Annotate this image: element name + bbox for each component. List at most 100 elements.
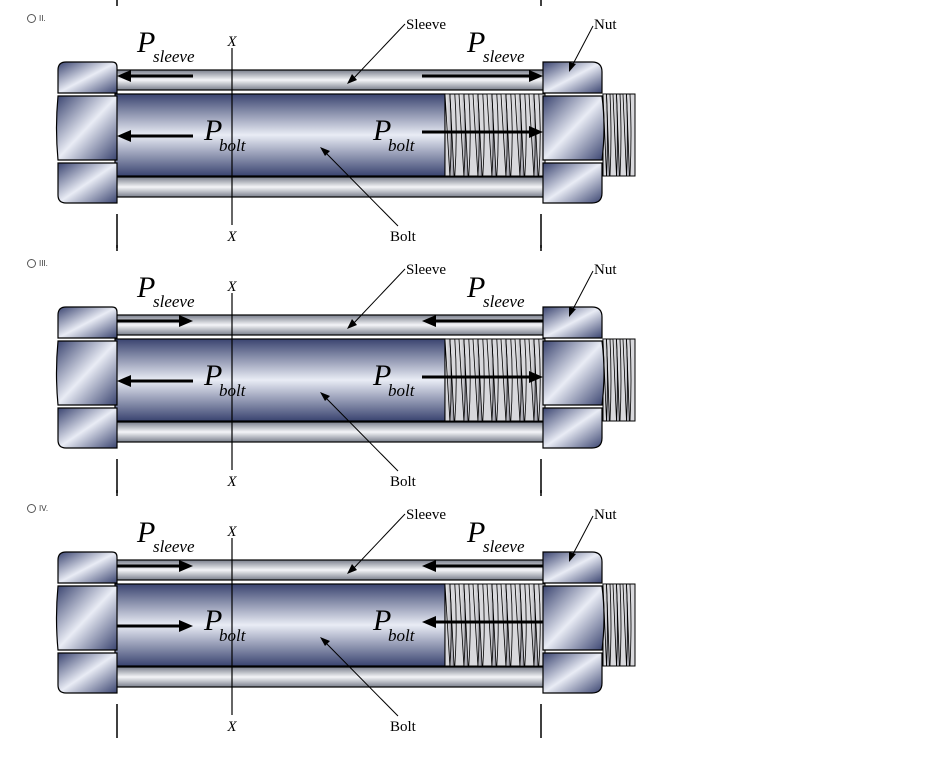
svg-text:P: P: [372, 604, 391, 637]
svg-text:sleeve: sleeve: [483, 537, 525, 556]
nut: [542, 61, 605, 204]
sleeve-bottom: [114, 421, 546, 443]
svg-text:Nut: Nut: [594, 17, 617, 33]
radio-button[interactable]: [27, 259, 36, 268]
p-sleeve-label-right: P sleeve: [466, 26, 525, 66]
diagram-option-iv: X X P sleeve P sleeve P bolt P bolt Slee…: [0, 490, 941, 740]
bolt-threads-protruding: [602, 583, 636, 667]
bolt-force-arrow-right: [422, 616, 543, 628]
p-bolt-label-right: P bolt: [372, 114, 416, 155]
svg-text:sleeve: sleeve: [153, 47, 195, 66]
sleeve-force-arrow-right: [422, 70, 543, 82]
svg-text:sleeve: sleeve: [483, 292, 525, 311]
svg-text:Sleeve: Sleeve: [406, 262, 446, 278]
sleeve-force-arrow-left: [117, 70, 193, 82]
section-label-top: X: [226, 34, 237, 50]
section-label-bottom: X: [226, 229, 237, 245]
nut: [542, 306, 605, 449]
p-sleeve-label-right: P sleeve: [466, 271, 525, 311]
diagram-option-iii: X X P sleeve P sleeve P bolt P bolt Slee…: [0, 245, 941, 495]
sleeve-callout: Sleeve: [347, 262, 446, 329]
sleeve-top: [114, 69, 546, 91]
svg-text:bolt: bolt: [219, 626, 247, 645]
nut-callout: Nut: [569, 17, 617, 72]
svg-text:P: P: [372, 114, 391, 147]
svg-text:P: P: [203, 604, 222, 637]
section-label-top: X: [226, 524, 237, 540]
svg-text:bolt: bolt: [388, 626, 416, 645]
bolt-head: [55, 61, 118, 204]
sleeve-force-arrow-left: [117, 560, 193, 572]
p-sleeve-label-right: P sleeve: [466, 516, 525, 556]
sleeve-callout: Sleeve: [347, 17, 446, 84]
svg-text:sleeve: sleeve: [483, 47, 525, 66]
bolt-force-arrow-left: [117, 375, 193, 387]
svg-text:sleeve: sleeve: [153, 292, 195, 311]
radio-button[interactable]: [27, 14, 36, 23]
svg-text:Sleeve: Sleeve: [406, 507, 446, 523]
svg-text:sleeve: sleeve: [153, 537, 195, 556]
svg-text:P: P: [466, 26, 485, 59]
diagram-option-ii: X X P sleeve P sleeve P bolt P bolt Slee…: [0, 0, 941, 250]
sleeve-bottom: [114, 176, 546, 198]
nut-callout: Nut: [569, 507, 617, 562]
svg-text:P: P: [136, 271, 155, 304]
nut: [542, 551, 605, 694]
svg-text:P: P: [466, 516, 485, 549]
svg-text:P: P: [466, 271, 485, 304]
option-iv[interactable]: IV.: [27, 504, 48, 513]
option-label: II.: [39, 14, 46, 23]
bolt-threads: [444, 93, 546, 177]
p-bolt-label-left: P bolt: [203, 114, 247, 155]
svg-text:Nut: Nut: [594, 507, 617, 523]
svg-text:bolt: bolt: [388, 381, 416, 400]
sleeve-force-arrow-right: [422, 560, 543, 572]
bolt-callout: Bolt: [320, 392, 417, 490]
bolt-callout: Bolt: [320, 637, 417, 735]
section-label-top: X: [226, 279, 237, 295]
svg-text:Bolt: Bolt: [390, 474, 417, 490]
svg-text:Nut: Nut: [594, 262, 617, 278]
bolt-force-arrow-right: [422, 371, 543, 383]
p-sleeve-label-left: P sleeve: [136, 26, 195, 66]
option-ii[interactable]: II.: [27, 14, 46, 23]
p-sleeve-label-left: P sleeve: [136, 271, 195, 311]
nut-callout: Nut: [569, 262, 617, 317]
p-bolt-label-right: P bolt: [372, 604, 416, 645]
option-label: III.: [39, 259, 48, 268]
bolt-force-arrow-right: [422, 126, 543, 138]
p-bolt-label-right: P bolt: [372, 359, 416, 400]
svg-text:P: P: [136, 26, 155, 59]
p-bolt-label-left: P bolt: [203, 359, 247, 400]
svg-text:P: P: [372, 359, 391, 392]
section-label-bottom: X: [226, 474, 237, 490]
sleeve-bottom: [114, 666, 546, 688]
sleeve-callout: Sleeve: [347, 507, 446, 574]
sleeve-force-arrow-right: [422, 315, 543, 327]
bolt-threads: [444, 338, 546, 422]
sleeve-force-arrow-left: [117, 315, 193, 327]
option-iii[interactable]: III.: [27, 259, 48, 268]
bolt-force-arrow-left: [117, 620, 193, 632]
bolt-head: [55, 551, 118, 694]
bolt-head: [55, 306, 118, 449]
radio-button[interactable]: [27, 504, 36, 513]
bolt-threads-protruding: [602, 93, 636, 177]
svg-text:bolt: bolt: [219, 381, 247, 400]
svg-text:P: P: [136, 516, 155, 549]
svg-text:P: P: [203, 114, 222, 147]
bolt-callout: Bolt: [320, 147, 417, 245]
svg-text:P: P: [203, 359, 222, 392]
svg-text:Bolt: Bolt: [390, 229, 417, 245]
bolt-force-arrow-left: [117, 130, 193, 142]
p-sleeve-label-left: P sleeve: [136, 516, 195, 556]
option-label: IV.: [39, 504, 49, 513]
p-bolt-label-left: P bolt: [203, 604, 247, 645]
svg-text:bolt: bolt: [388, 136, 416, 155]
svg-text:Bolt: Bolt: [390, 719, 417, 735]
bolt-threads-protruding: [602, 338, 636, 422]
svg-text:Sleeve: Sleeve: [406, 17, 446, 33]
svg-text:bolt: bolt: [219, 136, 247, 155]
section-label-bottom: X: [226, 719, 237, 735]
bolt-threads: [444, 583, 546, 667]
